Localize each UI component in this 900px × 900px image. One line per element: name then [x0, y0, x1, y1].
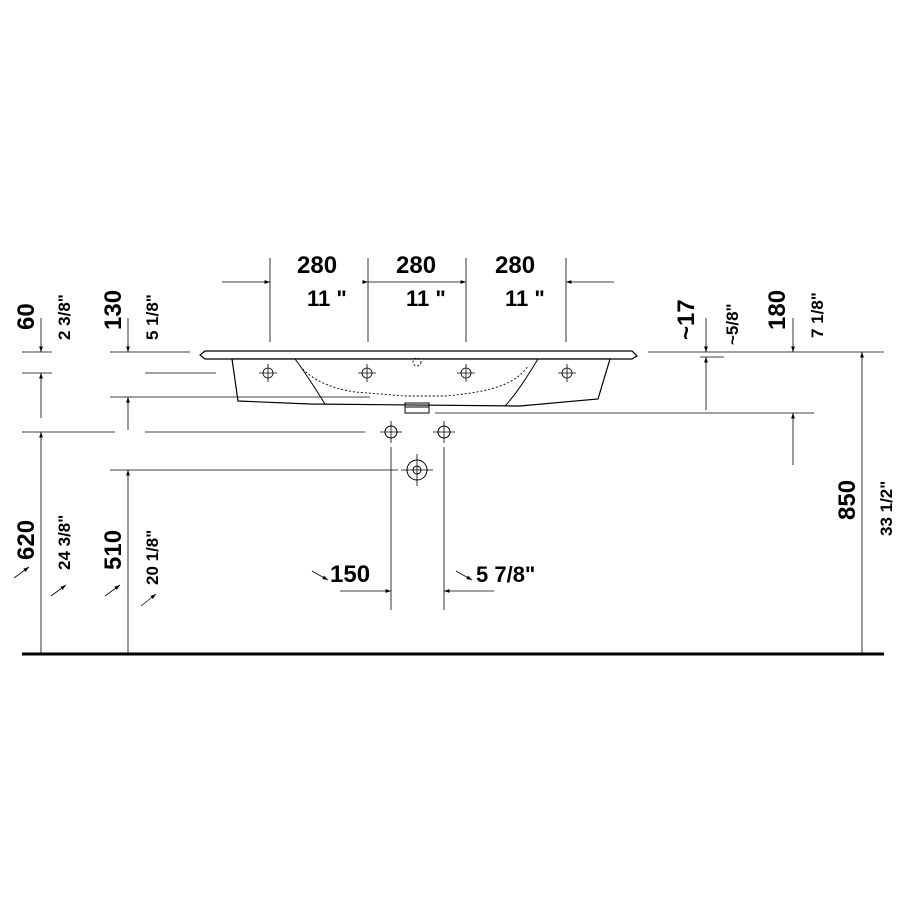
overall-depth-inch: 7 1/8": [808, 292, 827, 338]
waste-connection-symbols: [380, 421, 455, 486]
bowl-depth-inch: 5 1/8": [143, 294, 162, 340]
waste-spacing-inch: 5 7/8": [476, 562, 535, 587]
top-dim-2-mm: 280: [396, 252, 436, 279]
overflow-height-inch: 24 3/8": [55, 515, 74, 570]
waste-spacing-mm: 150: [330, 561, 370, 588]
overflow-height-mm: 620: [13, 520, 40, 560]
total-height-inch: 33 1/2": [877, 481, 896, 536]
pointer-arrows: [13, 566, 473, 607]
top-dim-1-inch: 11 ": [307, 286, 347, 311]
rim-thickness-mm: 60: [13, 303, 40, 330]
top-dim-3-mm: 280: [495, 252, 535, 279]
extension-lines: [22, 258, 884, 654]
top-dim-2-inch: 11 ": [406, 286, 446, 311]
rim-offset-mm: ~17: [673, 299, 700, 340]
rim-offset-inch: ~5/8": [723, 303, 742, 345]
top-dim-3-inch: 11 ": [505, 286, 545, 311]
tap-hole-marks: [259, 364, 576, 382]
bowl-depth-mm: 130: [100, 290, 127, 330]
top-dim-1-mm: 280: [297, 252, 337, 279]
sink-body: [199, 350, 638, 414]
total-height-mm: 850: [834, 480, 861, 520]
overall-depth-mm: 180: [764, 290, 791, 330]
waste-height-inch: 20 1/8": [143, 530, 162, 585]
waste-height-mm: 510: [100, 530, 127, 570]
rim-thickness-inch: 2 3/8": [55, 294, 74, 340]
